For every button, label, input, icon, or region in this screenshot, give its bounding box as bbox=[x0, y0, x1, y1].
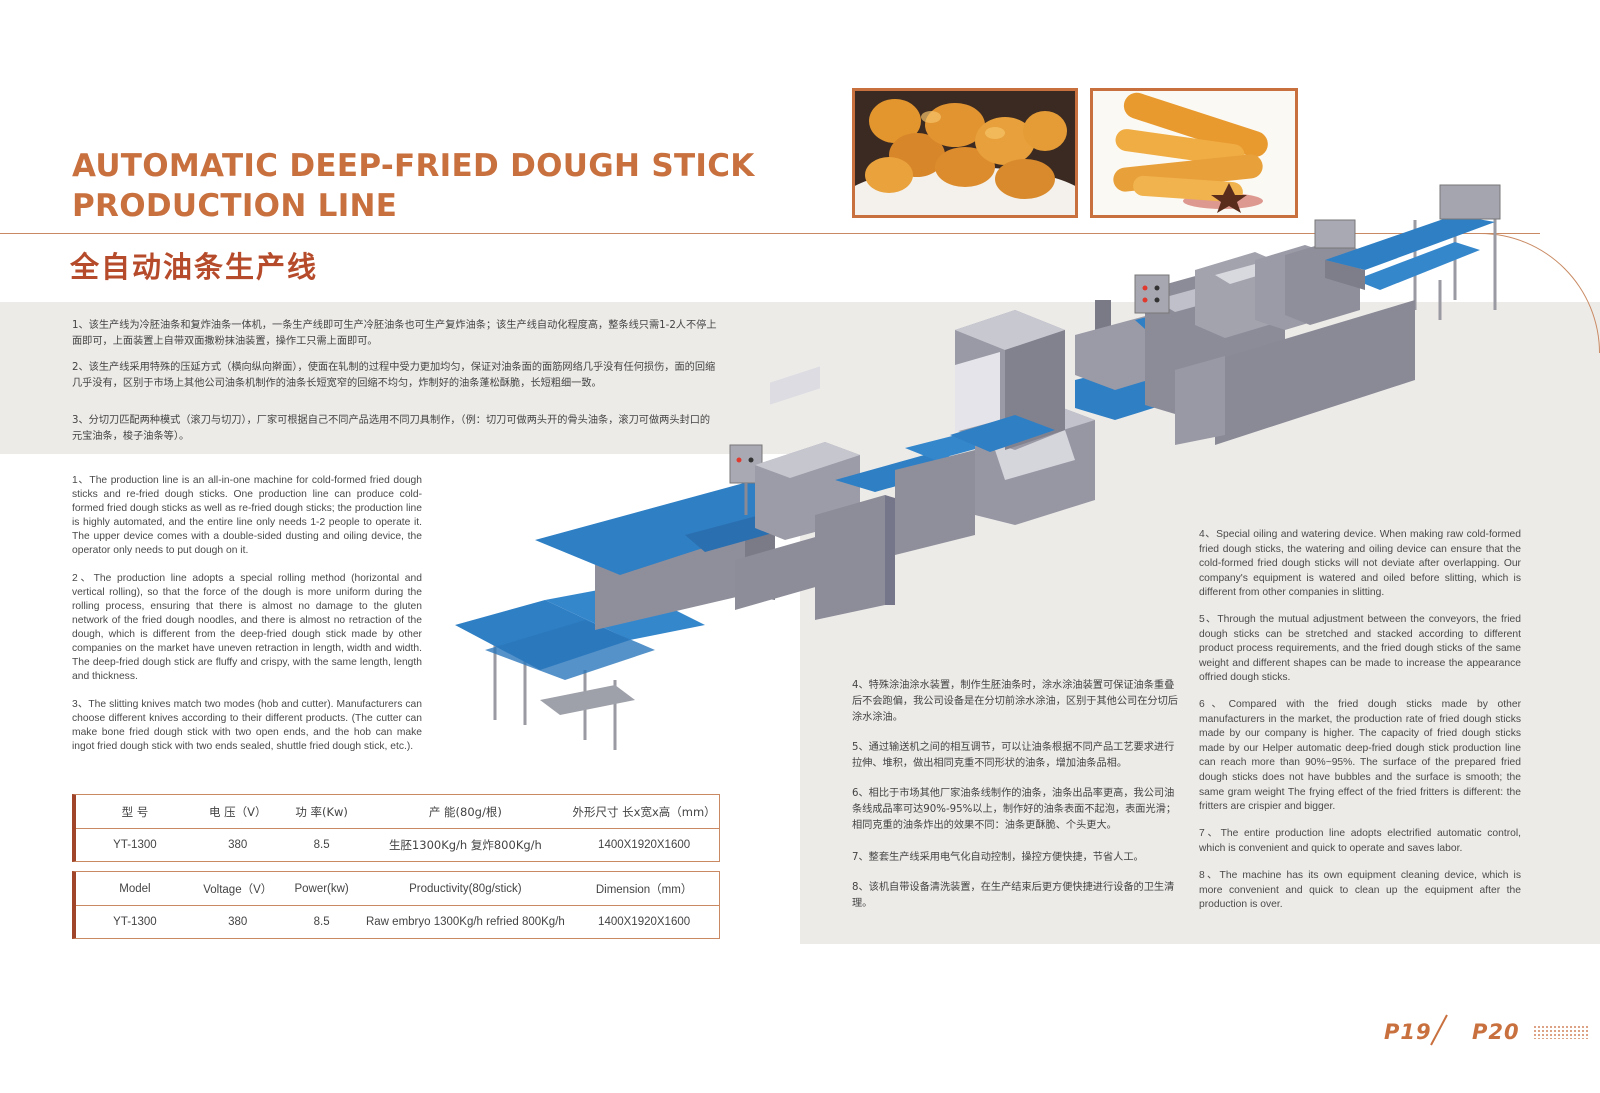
spec-en-power: 8.5 bbox=[313, 916, 330, 928]
feature-en-2: 2、The production line adopts a special r… bbox=[72, 573, 422, 682]
fried-dough-sticks-image bbox=[1093, 91, 1295, 215]
spec-en-header-voltage: Voltage（V） bbox=[203, 883, 273, 896]
page-divider-slash bbox=[1430, 1014, 1448, 1046]
spec-cn-model: YT-1300 bbox=[113, 839, 157, 851]
spec-cn-header-dimension: 外形尺寸 长x宽x高（mm） bbox=[572, 804, 716, 819]
spec-en-model: YT-1300 bbox=[113, 916, 157, 928]
production-line-illustration bbox=[455, 180, 1505, 770]
feature-cn-5: 5、通过输送机之间的相互调节，可以让油条根据不同产品工艺要求进行拉伸、堆积，做出… bbox=[852, 742, 1175, 769]
intro-cn-3: 3、分切刀匹配两种模式（滚刀与切刀），厂家可根据自己不同产品选用不同刀具制作，（… bbox=[72, 415, 711, 442]
spec-cn-header-capacity: 产 能(80g/根) bbox=[428, 804, 502, 819]
feature-en-8: 8、The machine has its own equipment clea… bbox=[1199, 870, 1521, 911]
spec-cn-power: 8.5 bbox=[313, 839, 330, 851]
fried-dough-plate-image bbox=[855, 91, 1075, 215]
feature-cn-4: 4、特殊涂油涂水装置，制作生胚油条时，涂水涂油装置可保证油条重叠后不会跑偏，我公… bbox=[852, 680, 1178, 723]
intro-cn-2: 2、该生产线采用特殊的压延方式（横向纵向擀面），使面在轧制的过程中受力更加均匀，… bbox=[72, 362, 716, 389]
photo-fried-dough-sticks bbox=[1090, 88, 1298, 218]
spec-en-header-power: Power(kw) bbox=[294, 882, 349, 895]
feature-en-4: 4、Special oiling and watering device. Wh… bbox=[1199, 529, 1521, 599]
header-rule bbox=[0, 233, 1540, 234]
spec-table-english: Model Voltage（V） Power(kw) Productivity(… bbox=[72, 871, 720, 939]
spec-table-chinese: 型 号 电 压（V） 功 率(Kw) 产 能(80g/根) 外形尺寸 长x宽x高… bbox=[72, 794, 720, 862]
spec-en-header-row: Model Voltage（V） Power(kw) Productivity(… bbox=[76, 872, 719, 905]
spec-cn-voltage: 380 bbox=[228, 839, 248, 851]
page-number-right: P20 bbox=[1472, 1020, 1520, 1044]
feature-cn-6: 6、相比于市场其他厂家油条线制作的油条，油条出品率更高，我公司油条线成品率可达9… bbox=[852, 788, 1177, 831]
spec-en-header-model: Model bbox=[119, 882, 151, 895]
feature-en-3: 3、The slitting knives match two modes (h… bbox=[72, 699, 422, 752]
feature-en-1: 1、The production line is an all-in-one m… bbox=[72, 475, 422, 556]
spec-en-voltage: 380 bbox=[228, 916, 248, 928]
page-number-left: P19 bbox=[1384, 1020, 1432, 1044]
intro-cn-1: 1、该生产线为冷胚油条和复炸油条一体机，一条生产线即可生产冷胚油条也可生产复炸油… bbox=[72, 320, 717, 347]
spec-cn-data-row: YT-1300 380 8.5 生胚1300Kg/h 复炸800Kg/h 140… bbox=[76, 828, 719, 861]
title-chinese: 全自动油条生产线 bbox=[70, 250, 319, 284]
feature-en-5: 5、Through the mutual adjustment between … bbox=[1199, 614, 1521, 684]
spec-cn-header-row: 型 号 电 压（V） 功 率(Kw) 产 能(80g/根) 外形尺寸 长x宽x高… bbox=[76, 795, 719, 828]
spec-cn-header-power: 功 率(Kw) bbox=[295, 804, 348, 819]
spec-en-header-productivity: Productivity(80g/stick) bbox=[409, 882, 522, 895]
spec-en-data-row: YT-1300 380 8.5 Raw embryo 1300Kg/h refr… bbox=[76, 905, 719, 938]
production-line-image bbox=[455, 184, 1501, 750]
title-english-line1: AUTOMATIC DEEP-FRIED DOUGH STICK bbox=[72, 148, 755, 184]
spec-en-dimension: 1400X1920X1600 bbox=[598, 916, 691, 928]
feature-cn-8: 8、该机自带设备清洗装置，在生产结束后更方便快捷进行设备的卫生清理。 bbox=[852, 882, 1175, 909]
spec-cn-header-voltage: 电 压（V） bbox=[208, 804, 267, 819]
feature-en-7: 7、The entire production line adopts elec… bbox=[1199, 828, 1521, 854]
spec-cn-header-model: 型 号 bbox=[121, 804, 149, 819]
feature-en-6: 6、Compared with the fried dough sticks m… bbox=[1199, 699, 1521, 813]
title-english: AUTOMATIC DEEP-FRIED DOUGH STICK PRODUCT… bbox=[72, 146, 772, 226]
page-dots-decoration bbox=[1533, 1025, 1589, 1039]
title-english-line2: PRODUCTION LINE bbox=[72, 188, 398, 224]
spec-cn-dimension: 1400X1920X1600 bbox=[598, 839, 691, 851]
photo-fried-dough-plate bbox=[852, 88, 1078, 218]
spec-en-productivity: Raw embryo 1300Kg/h refried 800Kg/h bbox=[365, 916, 565, 928]
spec-cn-capacity: 生胚1300Kg/h 复炸800Kg/h bbox=[388, 838, 542, 852]
spec-en-header-dimension: Dimension（mm） bbox=[595, 883, 693, 896]
feature-cn-7: 7、整套生产线采用电气化自动控制，操控方便快捷，节省人工。 bbox=[852, 852, 1144, 863]
